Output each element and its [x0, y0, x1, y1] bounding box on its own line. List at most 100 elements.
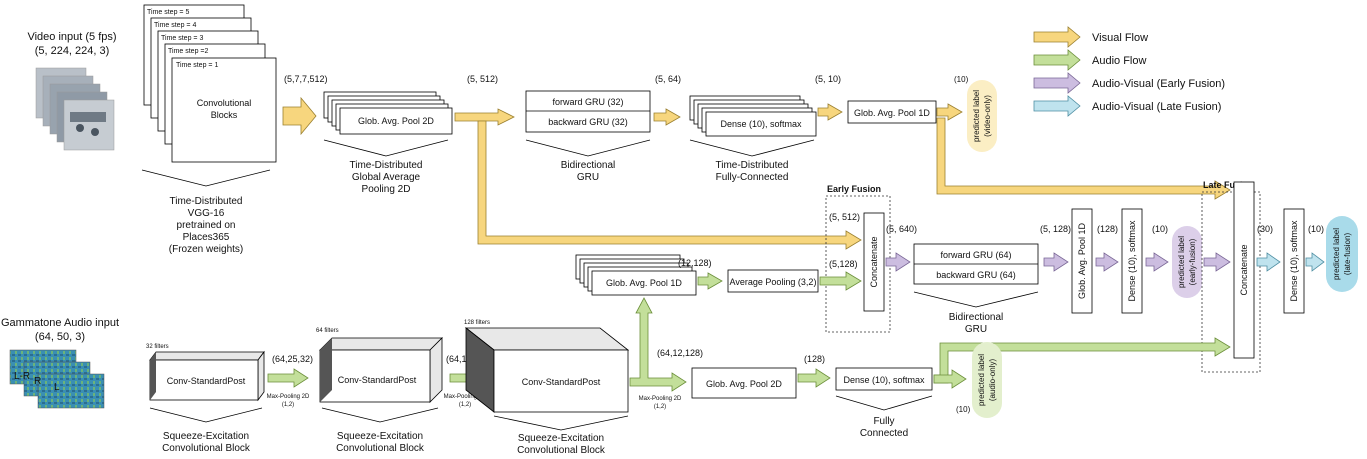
legend-swatch-late — [1034, 96, 1080, 116]
vgg-caption: Places365 — [183, 232, 230, 243]
block-brace — [150, 408, 262, 422]
vgg-caption: (Frozen weights) — [169, 244, 243, 255]
shape-early-gru: (5, 128) — [1040, 224, 1071, 234]
gru-brace — [526, 140, 650, 156]
gap2d-stack: Glob. Avg. Pool 2D — [324, 92, 452, 134]
gru-forward-label: forward GRU (32) — [552, 97, 623, 107]
time-step-label: Time step = 3 — [161, 35, 203, 42]
shape-audio-gap2d: (128) — [804, 354, 825, 364]
legend-swatch-visual — [1034, 27, 1080, 47]
vgg-brace — [142, 170, 270, 186]
maxpool-label: (1,2) — [459, 402, 471, 408]
prediction-early-label: (early-fusion) — [1188, 238, 1197, 285]
conv-block-label: Conv-StandardPost — [338, 375, 417, 385]
prediction-audio-label: (audio-only) — [988, 359, 997, 402]
visual-dense-stack: Dense (10), softmax — [690, 96, 816, 136]
block-caption: Squeeze-Excitation — [337, 431, 423, 442]
prediction-audio-only: predicted label (audio-only) — [972, 342, 1002, 418]
visual-arrow-to-dense — [654, 109, 680, 125]
visual-arrow-to-gap1d — [818, 104, 842, 120]
conv-blocks-label: Convolutional — [197, 98, 252, 108]
prediction-late-fusion: predicted label (late-fusion) — [1326, 216, 1358, 292]
audio-conv-block-2: 64 filters Conv-StandardPost — [316, 328, 442, 402]
visual-to-early-fusion-arrow — [478, 121, 861, 249]
filters-label: 32 filters — [146, 344, 169, 350]
time-step-label: Time step = 1 — [176, 62, 218, 69]
prediction-early-fusion: predicted label (early-fusion) — [1172, 226, 1202, 298]
block-caption: Convolutional Block — [336, 443, 425, 454]
shape-label: (64,25,32) — [272, 354, 313, 364]
time-step-stack: Time step = 5 Time step = 4 Time step = … — [144, 5, 276, 162]
audio-input-shape: (64, 50, 3) — [35, 331, 85, 343]
early-fusion-title: Early Fusion — [827, 184, 881, 194]
audio-conv-block-3: 128 filters Conv-StandardPost — [464, 320, 628, 412]
late-arrow-to-dense — [1257, 253, 1280, 271]
audio-arrow-to-avgpool — [698, 273, 722, 289]
visual-gru-block: forward GRU (32) backward GRU (32) — [526, 91, 650, 132]
conv-block-label: Conv-StandardPost — [167, 376, 246, 386]
block-caption: Convolutional Block — [162, 443, 251, 454]
filters-label: 64 filters — [316, 328, 339, 334]
block-caption: Squeeze-Excitation — [518, 433, 604, 444]
prediction-late-label: predicted label — [1332, 228, 1341, 280]
prediction-video-only: predicted label (video-only) — [967, 80, 997, 152]
audio-dense-caption: Connected — [860, 428, 908, 439]
dense-caption: Time-Distributed — [716, 160, 789, 171]
early-gru-forward: forward GRU (64) — [940, 250, 1011, 260]
gru-caption: Bidirectional — [561, 160, 615, 171]
audio-gap1d-label: Glob. Avg. Pool 1D — [606, 278, 682, 288]
conv-blocks-label: Blocks — [211, 110, 238, 120]
legend-label: Audio-Visual (Late Fusion) — [1092, 101, 1221, 113]
shape-label: (64,12,128) — [657, 348, 703, 358]
shape-early-gap: (128) — [1097, 224, 1118, 234]
avg-pool-label: Average Pooling (3,2) — [730, 277, 817, 287]
audio-arrow-1 — [268, 369, 308, 387]
conv-block-label: Conv-StandardPost — [522, 377, 601, 387]
time-step-label: Time step = 5 — [147, 9, 189, 16]
audio-branch-arrow — [630, 298, 686, 391]
gru-backward-label: backward GRU (32) — [548, 117, 628, 127]
prediction-late-label: (late-fusion) — [1343, 233, 1352, 276]
filters-label: 128 filters — [464, 320, 490, 326]
late-dense-label: Dense (10), softmax — [1289, 220, 1299, 302]
late-arrow-to-prediction — [1306, 253, 1324, 271]
early-gru-caption: Bidirectional — [949, 312, 1003, 323]
early-gru-backward: backward GRU (64) — [936, 270, 1016, 280]
gap2d-caption: Time-Distributed — [350, 160, 423, 171]
video-input-title: Video input (5 fps) — [27, 31, 116, 43]
audio-arrow-to-prediction — [934, 370, 966, 388]
early-arrow-to-prediction — [1146, 253, 1168, 271]
audio-gap2d-label: Glob. Avg. Pool 2D — [706, 379, 782, 389]
spectrogram-image: L-R R L — [10, 350, 104, 408]
gap2d-caption: Pooling 2D — [362, 184, 411, 195]
early-concat-label: Concatenate — [869, 236, 879, 287]
channel-label: R — [34, 376, 41, 387]
early-arrow-to-gap1d — [1044, 253, 1068, 271]
dense-caption: Fully-Connected — [716, 172, 789, 183]
shape-audio-gap: (12,128) — [678, 258, 712, 268]
dense-brace — [690, 140, 814, 156]
shape-early-out: (10) — [1152, 224, 1168, 234]
early-dense-label: Dense (10), softmax — [1127, 220, 1137, 302]
audio-dense-brace — [836, 396, 932, 410]
visual-big-arrow — [283, 98, 316, 134]
audio-conv-block-1: 32 filters Conv-StandardPost — [146, 344, 264, 400]
prediction-early-label: predicted label — [1177, 236, 1186, 288]
gru-caption: GRU — [577, 172, 599, 183]
shape-in-visual: (5, 512) — [829, 212, 860, 222]
gap2d-brace — [324, 140, 448, 156]
legend-swatch-early — [1034, 73, 1080, 93]
gap2d-label: Glob. Avg. Pool 2D — [358, 116, 434, 126]
audio-dense-label: Dense (10), softmax — [843, 375, 925, 385]
time-step-label: Time step =2 — [168, 48, 209, 55]
shape-in-audio: (5,128) — [829, 259, 858, 269]
shape-dense-visual: (5, 10) — [815, 74, 841, 84]
legend-label: Audio-Visual (Early Fusion) — [1092, 78, 1225, 90]
early-arrow-to-late-concat — [1204, 253, 1230, 271]
maxpool-label: (1,2) — [282, 402, 294, 408]
shape-concat: (5, 640) — [886, 224, 917, 234]
shape-out-visual: (10) — [954, 75, 969, 84]
block-caption: Convolutional Block — [517, 445, 606, 456]
block-brace — [322, 408, 438, 422]
